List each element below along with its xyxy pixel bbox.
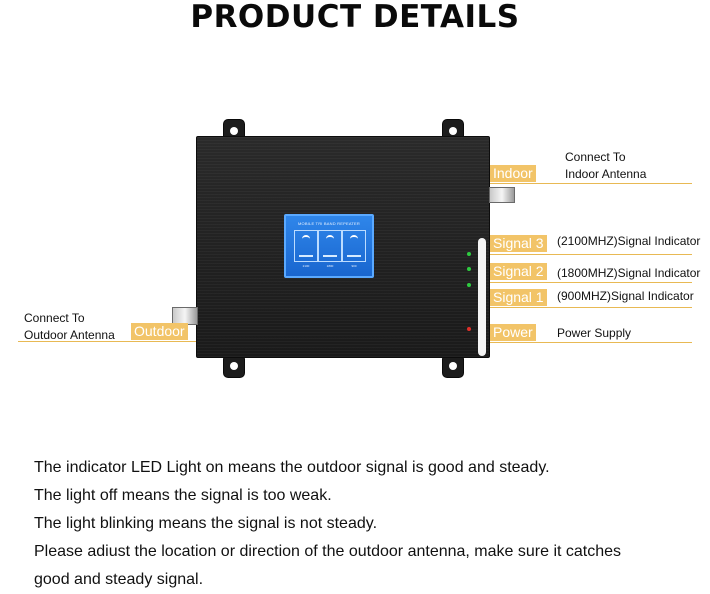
outdoor-desc-line-2: Outdoor Antenna (24, 328, 115, 342)
signal-3-label: Signal 3 (490, 235, 547, 252)
signal-1-label: Signal 1 (490, 289, 547, 306)
power-label: Power (490, 324, 536, 341)
indoor-desc-line-2: Indoor Antenna (565, 167, 647, 181)
indoor-label: Indoor (490, 165, 536, 182)
description-line-5: good and steady signal. (34, 571, 204, 588)
signal-2-desc: (1800MHZ)Signal Indicator (557, 266, 701, 280)
wifi-icon (302, 235, 310, 243)
power-leader-line (490, 342, 692, 343)
signal-1-leader-line (490, 307, 692, 308)
led-power (467, 327, 471, 331)
band-bar (347, 255, 361, 257)
description-line-4: Please adiust the location or direction … (34, 543, 622, 560)
led-signal-2 (467, 267, 471, 271)
power-desc: Power Supply (557, 326, 632, 340)
screen-band-panel-1 (294, 230, 318, 262)
band-bar (323, 255, 337, 257)
device-screen: MOBILE TRI BAND REPEATER 2100 1800 900 (284, 214, 374, 278)
description-line-1: The indicator LED Light on means the out… (34, 459, 550, 476)
signal-2-leader-line (490, 282, 692, 283)
signal-3-leader-line (490, 254, 692, 255)
page-title: PRODUCT DETAILS (190, 0, 520, 35)
screen-title: MOBILE TRI BAND REPEATER (298, 221, 360, 226)
wifi-icon (350, 235, 358, 243)
indicator-strip (478, 238, 486, 356)
indoor-leader-line (490, 183, 692, 184)
description-line-3: The light blinking means the signal is n… (34, 515, 378, 532)
wifi-icon (326, 235, 334, 243)
band-bar (299, 255, 313, 257)
screen-band-panel-2 (318, 230, 342, 262)
screen-band-panel-3 (342, 230, 366, 262)
outdoor-label: Outdoor (131, 323, 188, 340)
indoor-desc-line-1: Connect To (565, 150, 626, 164)
signal-3-desc: (2100MHZ)Signal Indicator (557, 234, 701, 248)
description-line-2: The light off means the signal is too we… (34, 487, 332, 504)
led-signal-1 (467, 283, 471, 287)
outdoor-leader-line (18, 341, 196, 342)
signal-1-desc: (900MHZ)Signal Indicator (557, 289, 694, 303)
screen-band-caption-3: 900 (351, 264, 357, 268)
indoor-antenna-connector (489, 187, 515, 203)
signal-2-label: Signal 2 (490, 263, 547, 280)
outdoor-desc-line-1: Connect To (24, 311, 85, 325)
screen-band-caption-2: 1800 (326, 264, 334, 268)
screen-band-caption-1: 2100 (302, 264, 310, 268)
led-signal-3 (467, 252, 471, 256)
